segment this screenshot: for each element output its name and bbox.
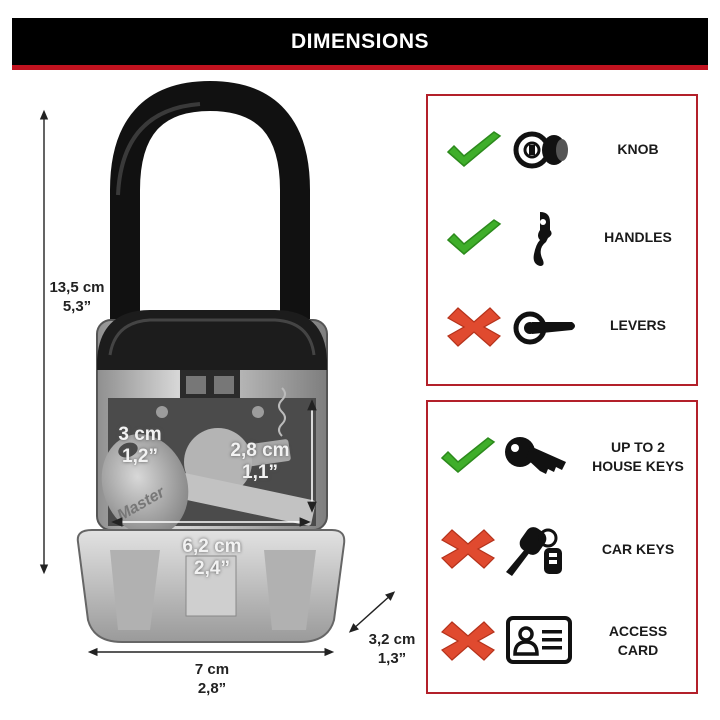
- capacity-label-house-keys: UP TO 2 HOUSE KEYS: [592, 439, 684, 474]
- key-capacity-panel: UP TO 2 HOUSE KEYS CAR KEYS: [426, 400, 698, 694]
- check-icon: [440, 437, 496, 473]
- compat-row-levers: LEVERS: [428, 286, 696, 366]
- door-compatibility-panel: KNOB HANDLES LEVERS: [426, 94, 698, 386]
- capacity-row-car-keys: CAR KEYS: [428, 508, 696, 588]
- inner-height-dimension-label: 2,8 cm 1,1”: [230, 440, 290, 483]
- cross-icon: [447, 307, 501, 347]
- key-width-dimension-label: 3 cm 1,2”: [118, 424, 162, 467]
- cross-icon: [441, 529, 495, 569]
- access-card-icon: [506, 616, 572, 664]
- capacity-label-access-card: ACCESS CARD: [608, 623, 668, 658]
- compat-label-knob: KNOB: [617, 141, 659, 157]
- check-icon: [446, 131, 502, 167]
- capacity-row-access-card: ACCESS CARD: [428, 600, 696, 680]
- capacity-row-house-keys: UP TO 2 HOUSE KEYS: [428, 416, 696, 496]
- height-dimension-label: 13,5 cm 5,3”: [49, 279, 105, 315]
- capacity-label-car-keys: CAR KEYS: [601, 541, 675, 557]
- door-knob-icon: [513, 131, 568, 169]
- dimensions-header: DIMENSIONS: [12, 18, 708, 70]
- compat-row-handles: HANDLES: [428, 198, 696, 278]
- cross-icon: [441, 621, 495, 661]
- door-handle-icon: [533, 212, 552, 266]
- check-icon: [446, 219, 502, 255]
- door-lever-icon: [513, 311, 575, 345]
- compat-label-handles: HANDLES: [604, 229, 672, 245]
- compat-label-levers: LEVERS: [609, 317, 666, 333]
- car-key-icon: [506, 527, 562, 576]
- lock-box-illustration: Master: [39, 80, 396, 657]
- inner-width-dimension-label: 6,2 cm 2,4”: [182, 536, 242, 579]
- header-title: DIMENSIONS: [290, 29, 429, 53]
- shackle: [110, 80, 310, 330]
- house-key-front: Master: [101, 434, 316, 536]
- compat-row-knob: KNOB: [428, 110, 696, 190]
- width-dimension-label: 7 cm 2,8”: [194, 661, 230, 697]
- depth-dimension-label: 3,2 cm 1,3”: [368, 631, 416, 667]
- house-key-icon: [505, 437, 566, 474]
